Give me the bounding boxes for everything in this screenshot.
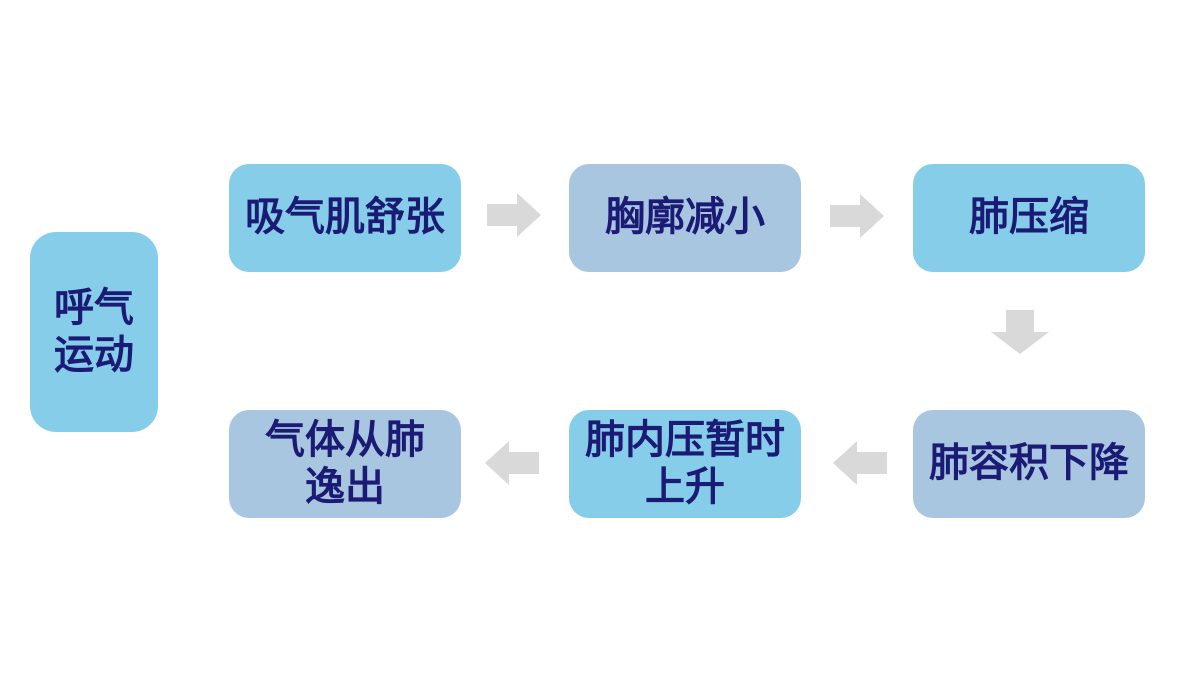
arrow-right-icon [830, 194, 884, 238]
arrow-left-icon [485, 441, 539, 485]
flow-box-label-line: 肺内压暂时 [585, 417, 785, 462]
flow-box-label: 肺压缩 [969, 195, 1089, 240]
flow-box-label-line: 运动 [54, 333, 134, 377]
flow-box-label: 胸廓减小 [605, 195, 765, 240]
flow-box-label-line: 逸出 [305, 465, 385, 509]
flow-box-thorax-shrinks: 胸廓减小 [569, 164, 801, 272]
flow-box-exhalation-root: 呼气 运动 [30, 232, 158, 432]
arrow-down-icon [991, 310, 1049, 354]
flow-box-gas-escapes-lungs: 气体从肺 逸出 [229, 410, 461, 518]
flow-box-label: 吸气肌舒张 [245, 195, 445, 240]
flow-box-lung-volume-drops: 肺容积下降 [913, 410, 1145, 518]
flow-box-label-line: 上升 [645, 465, 725, 509]
flow-box-label-line: 呼气 [54, 285, 134, 330]
flow-box-label: 肺容积下降 [929, 441, 1129, 486]
flow-box-inspiratory-muscles-relax: 吸气肌舒张 [229, 164, 461, 272]
arrow-left-icon [833, 441, 887, 485]
flow-box-intrapulmonary-pressure-rises: 肺内压暂时 上升 [569, 410, 801, 518]
flow-box-label-line: 气体从肺 [265, 417, 425, 462]
arrow-right-icon [487, 193, 541, 237]
flow-box-lung-compressed: 肺压缩 [913, 164, 1145, 272]
